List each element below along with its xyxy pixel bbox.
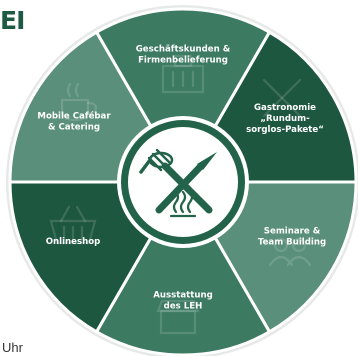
people-icon — [268, 237, 312, 267]
segment-label-line: Team Building — [258, 238, 326, 248]
segment-label-line: Geschäftskunden & — [136, 45, 231, 55]
office-building-icon — [161, 54, 205, 94]
segment-label: Seminare &Team Building — [258, 227, 326, 248]
segment-label: Onlineshop — [46, 237, 101, 247]
shop-icon — [156, 299, 200, 335]
segment-label: Mobile Cafébar& Catering — [37, 111, 111, 133]
segment-label-line: Ausstattung — [153, 291, 213, 301]
coffee-cup-icon — [60, 82, 98, 122]
segment-label: Gastronomie„Rundum-sorglos-Pakete“ — [246, 103, 324, 135]
segment-label-line: des LEH — [164, 302, 203, 312]
fork-knife-icon — [262, 78, 302, 118]
center-hub — [117, 116, 249, 248]
footer-fragment: Uhr — [2, 340, 23, 355]
segment-label-line: Firmenbelieferung — [138, 56, 228, 66]
shopping-basket-icon — [49, 205, 97, 245]
segment-label-line: Onlineshop — [46, 237, 101, 247]
segment-label-line: sorglos-Pakete“ — [246, 125, 324, 135]
segment-label-line: „Rundum- — [260, 114, 310, 124]
segment-wedge[interactable] — [94, 7, 272, 185]
segment-label-line: Seminare & — [264, 227, 321, 237]
segment[interactable]: Geschäftskunden &Firmenbelieferung — [94, 7, 272, 185]
segment-label-line: & Catering — [48, 123, 100, 133]
segment-label-line: Mobile Cafébar — [37, 111, 111, 122]
segment-label: Geschäftskunden &Firmenbelieferung — [136, 45, 231, 66]
segment-wedge[interactable] — [94, 179, 272, 356]
logo-fragment: EI — [0, 6, 25, 35]
segment-label-line: Gastronomie — [254, 103, 316, 113]
center-fork-knife-coffee-icon — [139, 148, 217, 218]
